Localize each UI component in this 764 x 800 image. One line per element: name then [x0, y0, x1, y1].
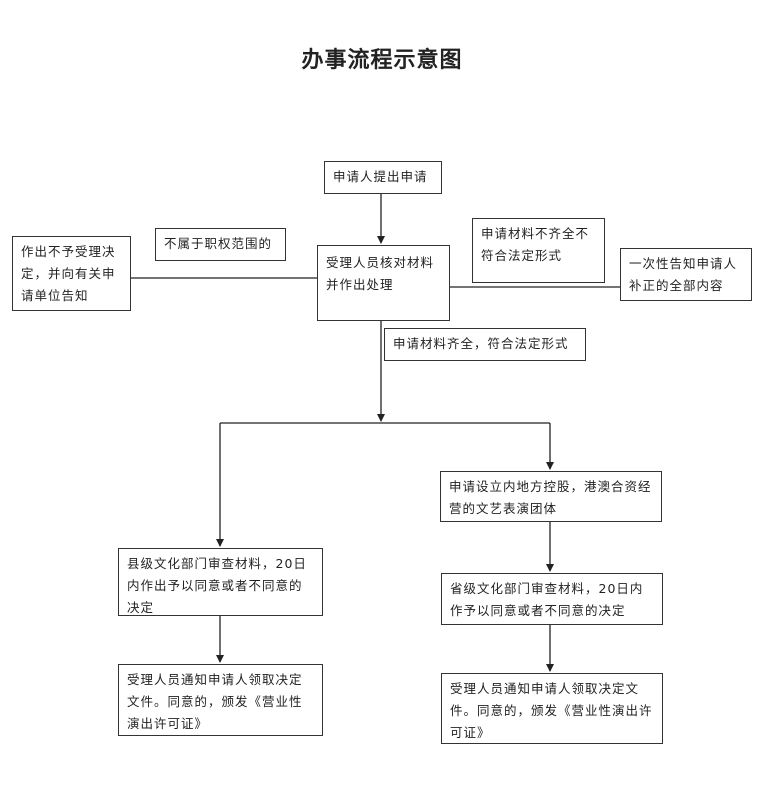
node-county: 县级文化部门审查材料，20日内作出予以同意或者不同意的决定: [118, 548, 323, 616]
node-apply: 申请人提出申请: [324, 161, 442, 194]
node-verify: 受理人员核对材料并作出处理: [317, 245, 450, 321]
node-incomplete: 申请材料不齐全不符合法定形式: [472, 218, 605, 283]
node-not-scope: 不属于职权范围的: [155, 228, 286, 261]
node-notify-once: 一次性告知申请人补正的全部内容: [620, 248, 752, 301]
node-notify-right: 受理人员通知申请人领取决定文件。同意的，颁发《营业性演出许可证》: [441, 673, 663, 744]
page-title: 办事流程示意图: [301, 48, 463, 73]
node-province: 省级文化部门审查材料，20日内作予以同意或者不同意的决定: [441, 573, 663, 625]
node-complete: 申请材料齐全，符合法定形式: [384, 328, 586, 361]
node-hk-macau: 申请设立内地方控股，港澳合资经营的文艺表演团体: [440, 471, 662, 522]
node-notify-left: 受理人员通知申请人领取决定文件。同意的，颁发《营业性演出许可证》: [118, 664, 323, 736]
node-reject: 作出不予受理决定，并向有关申请单位告知: [12, 236, 131, 311]
